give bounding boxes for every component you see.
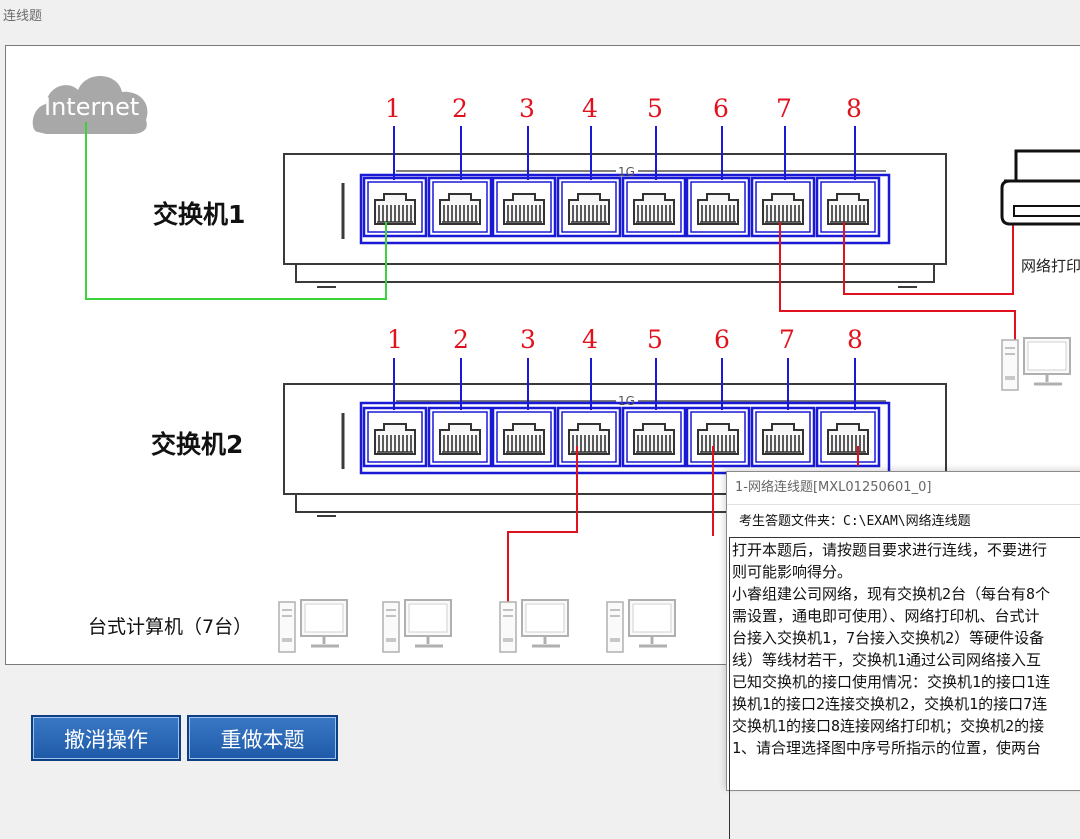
question-line: 1、请合理选择图中序号所指示的位置，使两台 xyxy=(732,739,1042,757)
switch2-port-number-3: 3 xyxy=(520,325,536,354)
redo-button[interactable]: 重做本题 xyxy=(187,715,338,761)
question-line: 已知交换机的接口使用情况：交换机1的接口1连 xyxy=(732,673,1051,691)
question-line: 线）等线材若干，交换机1通过公司网络接入互 xyxy=(732,651,1042,669)
internet-cloud-icon xyxy=(32,75,148,134)
panel-title: 1-网络连线题[MXL01250601_0] xyxy=(727,472,1080,505)
switch2-port-number-4: 4 xyxy=(582,325,598,354)
switch1-port-number-1: 1 xyxy=(385,94,401,123)
switch2-port-5[interactable] xyxy=(621,406,687,468)
switch2-port-6[interactable] xyxy=(685,406,751,468)
switch1-port-8[interactable] xyxy=(815,176,881,238)
question-line: 打开本题后，请按题目要求进行连线，不要进行 xyxy=(732,541,1048,559)
switch1-port-number-4: 4 xyxy=(582,94,598,123)
switch2-port-pointers xyxy=(393,358,856,410)
switch2-port-8[interactable] xyxy=(815,406,881,468)
switch2-port-number-6: 6 xyxy=(714,325,730,354)
switch1-port-2[interactable] xyxy=(427,176,493,238)
switch1-port-number-7: 7 xyxy=(776,94,792,123)
switch2-port-1[interactable] xyxy=(362,406,428,468)
switch1-speed-label: 1G xyxy=(618,165,635,179)
desktops-label: 台式计算机（7台） xyxy=(88,616,253,638)
switch1-port-5[interactable] xyxy=(621,176,687,238)
switch1-port-number-3: 3 xyxy=(519,94,535,123)
switch2-port-3[interactable] xyxy=(491,406,557,468)
question-line: 则可能影响得分。 xyxy=(732,563,853,581)
switch1-port-3[interactable] xyxy=(491,176,557,238)
question-line: 交换机1的接口8连接网络打印机；交换机2的接 xyxy=(732,717,1045,735)
question-line: 换机1的接口2连接交换机2，交换机1的接口7连 xyxy=(732,695,1048,713)
switch1-port-7[interactable] xyxy=(750,176,816,238)
switch2-port-number-5: 5 xyxy=(647,325,663,354)
switch2-port-7[interactable] xyxy=(750,406,816,468)
switch1-port-4[interactable] xyxy=(556,176,622,238)
desktop-pc-switch1[interactable] xyxy=(1000,336,1072,392)
window-title: 连线题 xyxy=(3,9,43,24)
internet-cable[interactable] xyxy=(85,122,387,300)
port7-desktop-cable[interactable] xyxy=(779,222,1016,351)
switch1-port-number-5: 5 xyxy=(647,94,663,123)
switch1-port-number-2: 2 xyxy=(452,94,468,123)
question-line: 需设置，通电即可使用）、网络打印机、台式计 xyxy=(732,607,1040,625)
printer-label: 网络打印机 xyxy=(1021,257,1080,275)
question-panel: 1-网络连线题[MXL01250601_0] 考生答题文件夹：C:\EXAM\网… xyxy=(726,471,1080,839)
undo-button[interactable]: 撤消操作 xyxy=(31,715,181,761)
switch2-port-4[interactable] xyxy=(556,406,622,468)
switch2-label: 交换机2 xyxy=(151,430,244,459)
desktop-pc-2[interactable] xyxy=(381,598,453,654)
switch2-port-number-7: 7 xyxy=(779,325,795,354)
switch1-port-number-8: 8 xyxy=(846,94,862,123)
switch1-port-6[interactable] xyxy=(685,176,751,238)
question-line: 小睿组建公司网络，现有交换机2台（每台有8个 xyxy=(732,585,1051,603)
question-line: 台接入交换机1，7台接入交换机2）等硬件设备 xyxy=(732,629,1045,647)
diagram-canvas: 1G 1G xyxy=(5,45,1080,665)
switch1-port-number-6: 6 xyxy=(713,94,729,123)
question-text[interactable]: 打开本题后，请按题目要求进行连线，不要进行 则可能影响得分。 小睿组建公司网络，… xyxy=(729,537,1080,839)
desktop-pc-1[interactable] xyxy=(277,598,349,654)
desktop-pc-4[interactable] xyxy=(605,598,677,654)
switch2-port4-cable[interactable] xyxy=(507,446,578,616)
switch1-label: 交换机1 xyxy=(153,200,246,229)
switch2-port-number-8: 8 xyxy=(847,325,863,354)
switch2-speed-label: 1G xyxy=(618,394,635,408)
switch1-port-1[interactable] xyxy=(362,176,428,238)
answer-folder-path: 考生答题文件夹：C:\EXAM\网络连线题 xyxy=(739,514,971,529)
switch2-port-number-1: 1 xyxy=(387,325,403,354)
desktop-pc-3[interactable] xyxy=(498,598,570,654)
switch2-port-number-2: 2 xyxy=(453,325,469,354)
switch2-port-2[interactable] xyxy=(427,406,493,468)
internet-label: Internet xyxy=(44,93,140,121)
network-printer-icon[interactable] xyxy=(1000,149,1080,226)
switch1-port-pointers xyxy=(393,126,856,180)
port8-printer-cable[interactable] xyxy=(843,216,1014,295)
